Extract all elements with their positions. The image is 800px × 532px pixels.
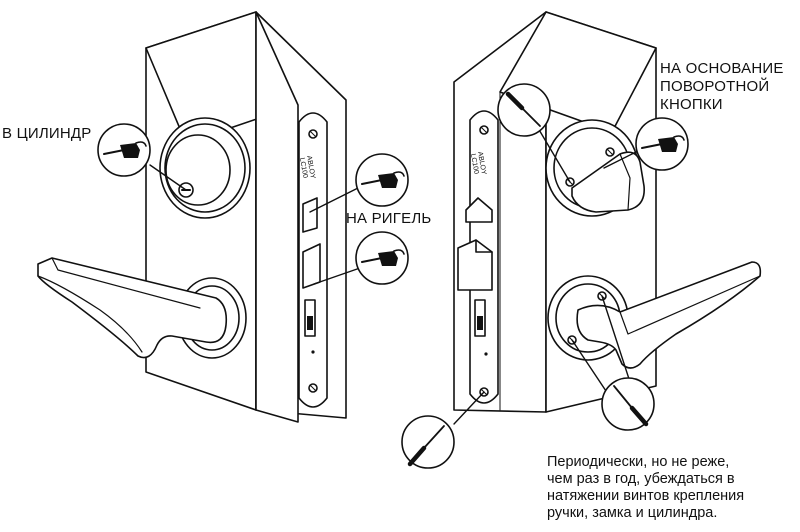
right-deadbolt	[465, 197, 493, 223]
label-thumbturn-base: НА ОСНОВАНИЕ ПОВОРОТНОЙ КНОПКИ	[660, 60, 784, 114]
leader-lever-screw-top	[601, 295, 631, 383]
right-faceplate-screw-top	[479, 125, 489, 135]
leader-cylinder	[149, 164, 187, 191]
right-latch	[457, 239, 493, 291]
screwdriver-icon	[601, 377, 655, 431]
left-lever-handle	[37, 257, 228, 359]
label-cylinder: В ЦИЛИНДР	[2, 125, 92, 142]
right-lever-handle	[576, 261, 762, 369]
maintenance-note-line-2: чем раз в год, убеждаться в	[547, 471, 735, 487]
left-faceplate-brand: ABLOY	[305, 155, 316, 180]
leader-thumbturn-screw	[537, 127, 571, 183]
left-faceplate-model: LC100	[298, 157, 308, 179]
oil-can-icon	[355, 153, 409, 207]
leader-thumbturn-base	[603, 149, 641, 169]
left-faceplate-screw-top	[308, 129, 318, 139]
screwdriver-icon	[497, 83, 551, 137]
left-deadbolt	[302, 197, 318, 233]
maintenance-note-line-1: Периодически, но не реже,	[547, 454, 730, 470]
maintenance-note-line-3: натяжении винтов крепления	[547, 488, 745, 504]
screwdriver-icon	[401, 415, 455, 469]
oil-can-icon	[355, 231, 409, 285]
right-faceplate-screw-bottom	[479, 387, 489, 397]
oil-can-icon	[635, 117, 689, 171]
leader-latch	[313, 267, 361, 285]
left-latch	[302, 243, 321, 289]
leader-lever-screw-bottom	[571, 339, 609, 395]
leader-bolt	[309, 187, 359, 213]
label-thumbturn-base-line-3: КНОПКИ	[660, 96, 723, 113]
label-bolt: НА РИГЕЛЬ	[346, 210, 432, 227]
maintenance-note: Периодически, но не реже, чем раз в год,…	[547, 454, 744, 522]
right-faceplate-brand: ABLOY	[476, 151, 487, 176]
left-cylinder	[165, 134, 231, 206]
label-thumbturn-base-line-1: НА ОСНОВАНИЕ	[660, 60, 784, 77]
right-faceplate-model: LC100	[469, 153, 479, 175]
left-faceplate-screw-bottom	[308, 383, 318, 393]
leader-faceplate-screw	[453, 391, 485, 425]
left-door-shade	[255, 11, 299, 423]
label-thumbturn-base-line-2: ПОВОРОТНОЙ	[660, 78, 770, 95]
oil-can-icon	[97, 123, 151, 177]
maintenance-note-line-4: ручки, замка и цилиндра.	[547, 505, 718, 521]
leader-lines	[149, 127, 641, 425]
left-lock: ABLOY LC100	[37, 11, 347, 423]
